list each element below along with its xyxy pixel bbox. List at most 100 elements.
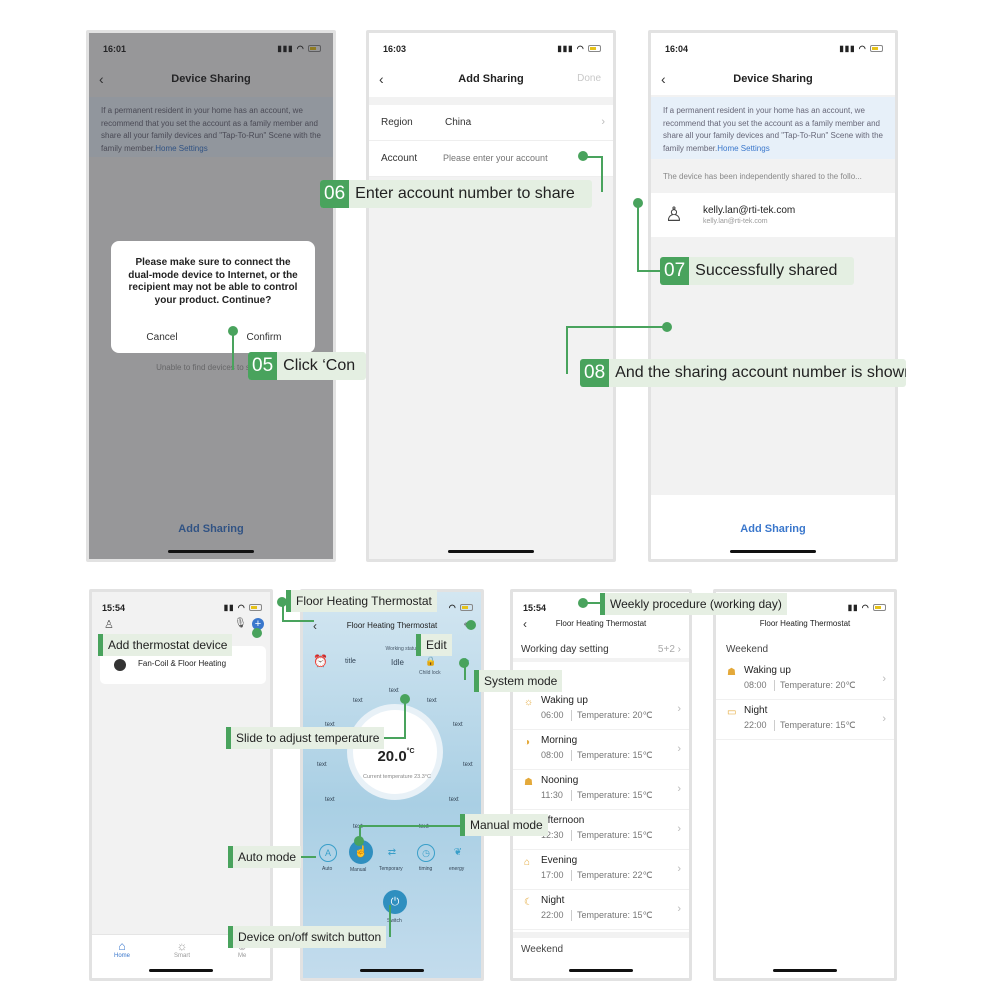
cancel-button[interactable]: Cancel [146,332,178,343]
microphone-icon[interactable]: 🎙 [234,618,247,629]
user-icon[interactable]: ♙ [104,619,114,631]
nav-bar: ‹ Floor Heating Thermostat ✎ [303,612,481,640]
tag-system-mode: System mode [474,670,563,692]
status-bar: 16:03 ▮▮▮ ◠ [369,33,613,63]
chevron-right-icon: › [677,783,681,795]
chevron-right-icon: › [601,116,605,128]
callout-07: 07 Successfully shared [660,257,854,285]
region-label: Region [381,117,413,128]
power-switch-icon[interactable]: ⏻ [383,890,407,914]
energy-mode-icon[interactable]: ❦ [453,847,463,858]
manual-mode-label: Manual [350,867,367,873]
phone-thermostat-control: ◠ ‹ Floor Heating Thermostat ✎ ⏰ title W… [300,589,484,981]
tag-slide-to-adjust: Slide to adjust temperature [226,727,385,749]
working-status-label: Working status [385,646,419,652]
chevron-right-icon: › [677,823,681,835]
nav-smart[interactable]: ☼Smart [174,939,191,959]
account-input[interactable] [443,149,583,167]
switch-label: Switch [387,918,402,924]
tag-auto-mode: Auto mode [228,846,302,868]
info-note: If a permanent resident in your home has… [101,106,322,153]
evening-icon: ⌂ [524,857,531,868]
home-indicator [360,969,424,972]
callout-05-number: 05 [248,352,278,380]
status-bar: ▮▮ ◠ [716,592,894,622]
region-row[interactable]: Region China › [369,105,613,141]
morning-icon: ◑ [524,737,531,748]
back-icon[interactable]: ‹ [99,71,104,87]
temperature-dial[interactable] [347,704,443,800]
empty-hint: Unable to find devices to share [156,363,266,372]
shared-account-row[interactable]: ♙ kelly.lan@rti-tek.com kelly.lan@rti-te… [651,193,895,237]
status-time: 15:54 [523,603,547,613]
sunrise-icon: ☗ [727,667,736,678]
back-icon[interactable]: ‹ [313,619,317,633]
callout-06-number: 06 [320,180,350,208]
status-bar: 16:01 ▮▮▮ ◠ [89,33,333,63]
confirm-button[interactable]: Confirm [246,332,282,343]
alarm-clock-icon[interactable]: ⏰ [313,654,328,668]
home-indicator [773,969,837,972]
status-time: 16:01 [103,44,127,54]
done-button[interactable]: Done [577,73,601,84]
tag-switch-button: Device on/off switch button [228,926,387,948]
nav-bar: ‹ Device Sharing [89,63,333,95]
ring-text-4: text [325,722,335,728]
tag-manual-dot [354,836,364,846]
back-icon[interactable]: ‹ [523,617,527,631]
back-icon[interactable]: ‹ [379,71,384,87]
home-indicator [168,550,254,553]
status-time: 16:04 [665,44,689,54]
callout-08: 08 And the sharing account number is sho… [580,359,906,387]
info-note: If a permanent resident in your home has… [663,106,884,153]
callout-06: 06 Enter account number to share [320,180,592,208]
info-panel: If a permanent resident in your home has… [651,97,895,159]
nav-home[interactable]: ⌂Home [114,939,131,959]
lock-icon[interactable]: 🔒 [425,656,437,666]
tag-floor-heating-thermostat: Floor Heating Thermostat [286,590,437,612]
back-icon[interactable]: ‹ [661,71,666,87]
timing-mode-icon[interactable]: ◷ [417,844,435,862]
home-settings-link[interactable]: Home Settings [155,143,208,153]
ring-text-9: text [449,797,459,803]
auto-mode-icon[interactable]: A [319,844,337,862]
page-title: Add Sharing [458,73,524,85]
page-title: Floor Heating Thermostat [759,619,851,628]
home-settings-link[interactable]: Home Settings [717,143,770,153]
add-device-button[interactable]: + [252,618,264,630]
tag-add-device-dot [252,628,262,638]
tag-weekly-procedure: Weekly procedure (working day) [600,593,787,615]
confirm-dialog: Please make sure to connect the dual-mod… [111,241,315,353]
mode-bar: A Auto ☝ Manual ⇄ Temporary ◷ timing ❦ e… [303,840,481,880]
ring-text-3: text [427,698,437,704]
add-sharing-button[interactable]: Add Sharing [178,523,244,535]
temporary-mode-label: Temporary [379,866,403,872]
working-day-setting-value: 5+2 › [657,644,681,655]
account-label: Account [381,153,418,164]
ring-text-5: text [453,722,463,728]
signal-wifi-battery-icon: ▮▮ ◠ [848,603,886,612]
working-day-setting-row[interactable]: Working day setting 5+2 › [513,638,689,662]
callout-06-text: Enter account number to share [355,185,575,202]
callout-08-number: 08 [580,359,610,387]
phone-working-day-schedule: 15:54 ▮▮ ◠ ‹ Floor Heating Thermostat Wo… [510,589,692,981]
timing-mode-label: timing [419,866,433,872]
shared-notice: The device has been independently shared… [663,172,862,181]
phone-add-sharing: 16:03 ▮▮▮ ◠ ‹ Add Sharing Done Region Ch… [366,30,616,562]
ring-text-7: text [463,762,473,768]
user-avatar-icon: ♙ [665,204,683,226]
ring-text-2: text [389,688,399,694]
add-sharing-button[interactable]: Add Sharing [740,523,806,535]
phone-device-sharing-confirm: 16:01 ▮▮▮ ◠ ‹ Device Sharing If a perman… [86,30,336,562]
auto-mode-label: Auto [322,866,333,872]
tag-add-thermostat-device: Add thermostat device [98,634,233,656]
temporary-mode-icon[interactable]: ⇄ [387,847,397,858]
chevron-right-icon: › [677,863,681,875]
